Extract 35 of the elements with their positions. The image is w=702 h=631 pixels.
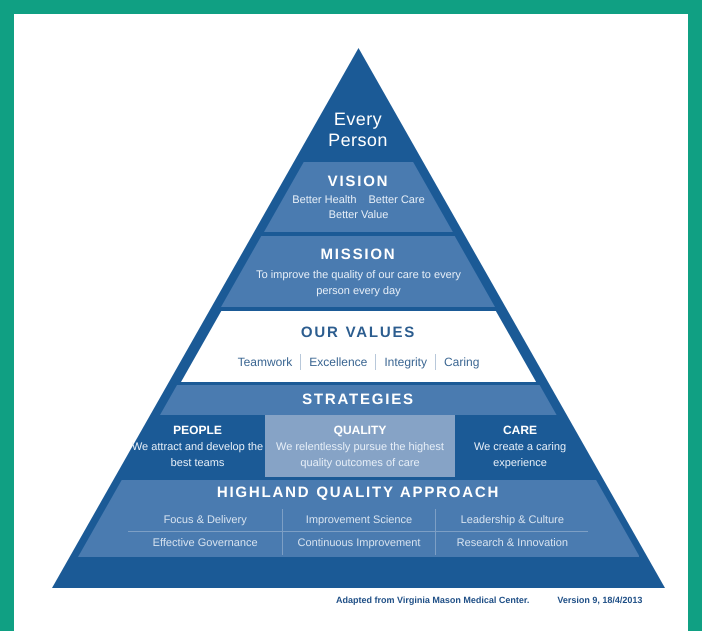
pyramid-drawing xyxy=(52,48,665,588)
band-heading: CARE xyxy=(502,422,537,439)
pyramid-band xyxy=(180,311,536,382)
pyramid-band xyxy=(160,385,557,415)
vision-item: Better Value xyxy=(328,208,388,224)
band-heading: STRATEGIES xyxy=(302,390,415,410)
band-heading: HIGHLAND QUALITY APPROACH xyxy=(216,483,500,504)
approach-item: Continuous Improvement xyxy=(298,536,420,552)
footnote: Version 9, 18/4/2013 xyxy=(557,594,642,607)
pyramid-band xyxy=(264,162,453,232)
band-heading: MISSION xyxy=(320,245,396,266)
value-item: Teamwork xyxy=(238,354,292,371)
band-description: We relentlessly pursue the highest quality outcomes of care xyxy=(275,440,445,471)
band-description: We create a caring experience xyxy=(472,440,568,471)
pyramid-band xyxy=(78,480,640,557)
vision-item: Better Health xyxy=(292,193,356,208)
approach-item: Effective Governance xyxy=(152,536,258,552)
approach-item: Improvement Science xyxy=(306,512,412,528)
band-description: To improve the quality of our care to every person every day xyxy=(255,268,462,299)
band-heading: PEOPLE xyxy=(173,422,222,439)
approach-item: Focus & Delivery xyxy=(164,512,247,528)
footnote: Adapted from Virginia Mason Medical Center. xyxy=(336,594,530,607)
band-heading: VISION xyxy=(328,172,390,192)
band-description: We attract and develop the best teams xyxy=(130,440,264,471)
band-heading: OUR VALUES xyxy=(300,323,416,344)
pyramid-band xyxy=(221,236,496,307)
value-item: Caring xyxy=(444,354,480,371)
band-heading: Every Person xyxy=(327,109,389,151)
approach-item: Leadership & Culture xyxy=(460,512,564,528)
band-heading: QUALITY xyxy=(334,422,386,439)
vision-item: Better Care xyxy=(368,193,425,208)
approach-item: Research & Innovation xyxy=(456,536,568,552)
pyramid-band xyxy=(265,415,455,477)
value-item: Excellence xyxy=(309,354,368,371)
value-item: Integrity xyxy=(384,354,428,371)
